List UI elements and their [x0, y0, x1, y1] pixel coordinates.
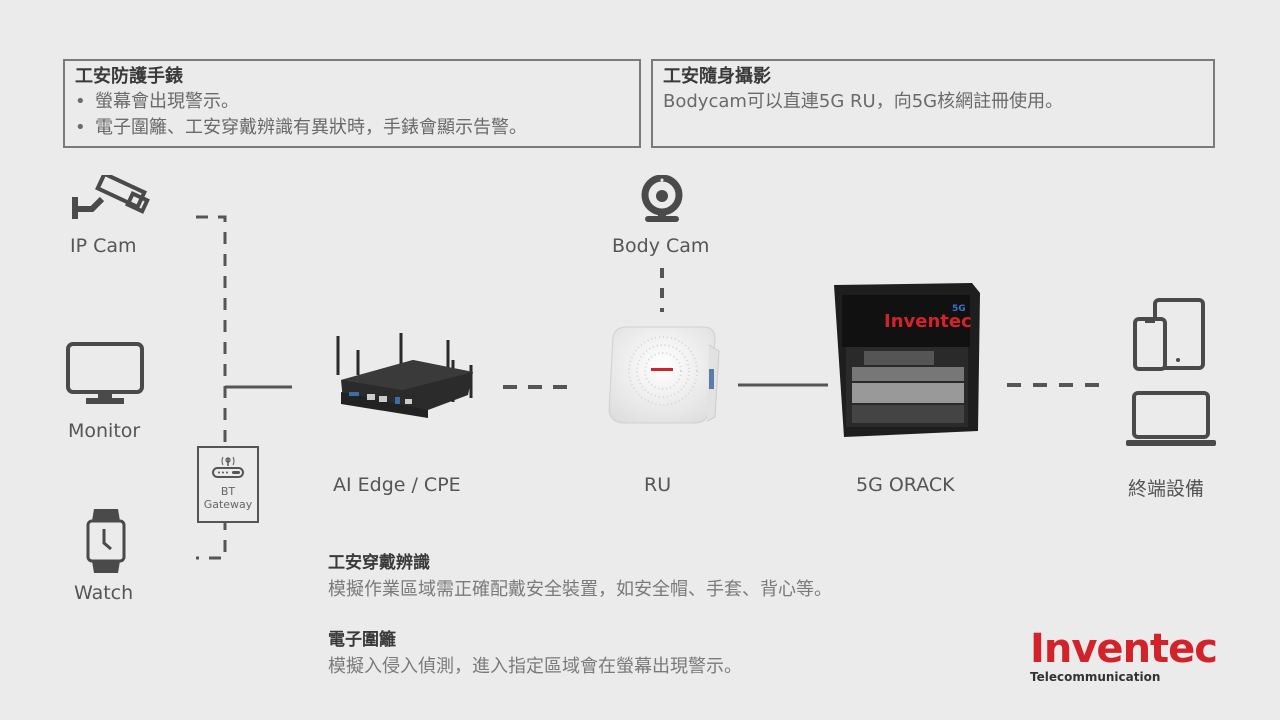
logo-subtitle: Telecommunication — [1030, 670, 1161, 684]
ru-label: RU — [644, 474, 672, 496]
watch-info-box: 工安防護手錶 螢幕會出現警示。 電子圍籬、工安穿戴辨識有異狀時，手錶會顯示告警。 — [63, 59, 641, 148]
laptop-icon — [1126, 391, 1216, 446]
webcam-icon — [641, 175, 683, 222]
terminal-devices-label: 終端設備 — [1128, 478, 1205, 500]
phone-tablet-icon — [1133, 298, 1205, 371]
radio-unit-image — [608, 326, 720, 424]
watch-info-bullet: 電子圍籬、工安穿戴辨識有異狀時，手錶會顯示告警。 — [75, 115, 629, 141]
body-cam-label: Body Cam — [612, 235, 710, 257]
ip-cam-label: IP Cam — [70, 235, 137, 257]
bt-gateway-label-line2: Gateway — [203, 498, 253, 511]
monitor-icon — [66, 342, 144, 404]
ai-edge-label: AI Edge / CPE — [333, 474, 461, 496]
feature-description-geofence: 電子圍籬 模擬入侵入偵測，進入指定區域會在螢幕出現警示。 — [328, 625, 742, 678]
smartwatch-icon — [86, 509, 126, 573]
rack-brand-text: Inventec — [884, 311, 972, 332]
rack-5g-badge: 5G — [952, 304, 966, 314]
monitor-label: Monitor — [68, 420, 141, 442]
security-camera-icon — [72, 175, 150, 219]
watch-info-bullet: 螢幕會出現警示。 — [75, 89, 629, 115]
oracK-label: 5G ORACK — [856, 474, 955, 496]
watch-label: Watch — [74, 582, 134, 604]
feature-description-ppe: 工安穿戴辨識 模擬作業區域需正確配戴安全裝置，如安全帽、手套、背心等。 — [328, 548, 832, 601]
bodycam-info-title: 工安隨身攝影 — [663, 66, 771, 87]
bt-gateway-label-line1: BT — [220, 485, 236, 498]
ai-edge-device-image — [336, 333, 473, 418]
feature-title: 電子圍籬 — [328, 630, 396, 650]
logo-name: Inventec — [1030, 626, 1218, 672]
watch-info-title: 工安防護手錶 — [75, 66, 183, 87]
oracK-server-rack-image: Inventec 5G — [834, 283, 980, 437]
bodycam-info-text: Bodycam可以直連5G RU，向5G核網註冊使用。 — [663, 91, 1064, 112]
bodycam-info-box: 工安隨身攝影 Bodycam可以直連5G RU，向5G核網註冊使用。 — [651, 59, 1215, 148]
bt-gateway: BT Gateway — [197, 446, 259, 523]
feature-text: 模擬作業區域需正確配戴安全裝置，如安全帽、手套、背心等。 — [328, 579, 832, 600]
feature-text: 模擬入侵入偵測，進入指定區域會在螢幕出現警示。 — [328, 656, 742, 677]
router-antenna-icon — [212, 456, 244, 478]
feature-title: 工安穿戴辨識 — [328, 553, 430, 573]
inventec-logo: Inventec Telecommunication — [1030, 626, 1218, 684]
